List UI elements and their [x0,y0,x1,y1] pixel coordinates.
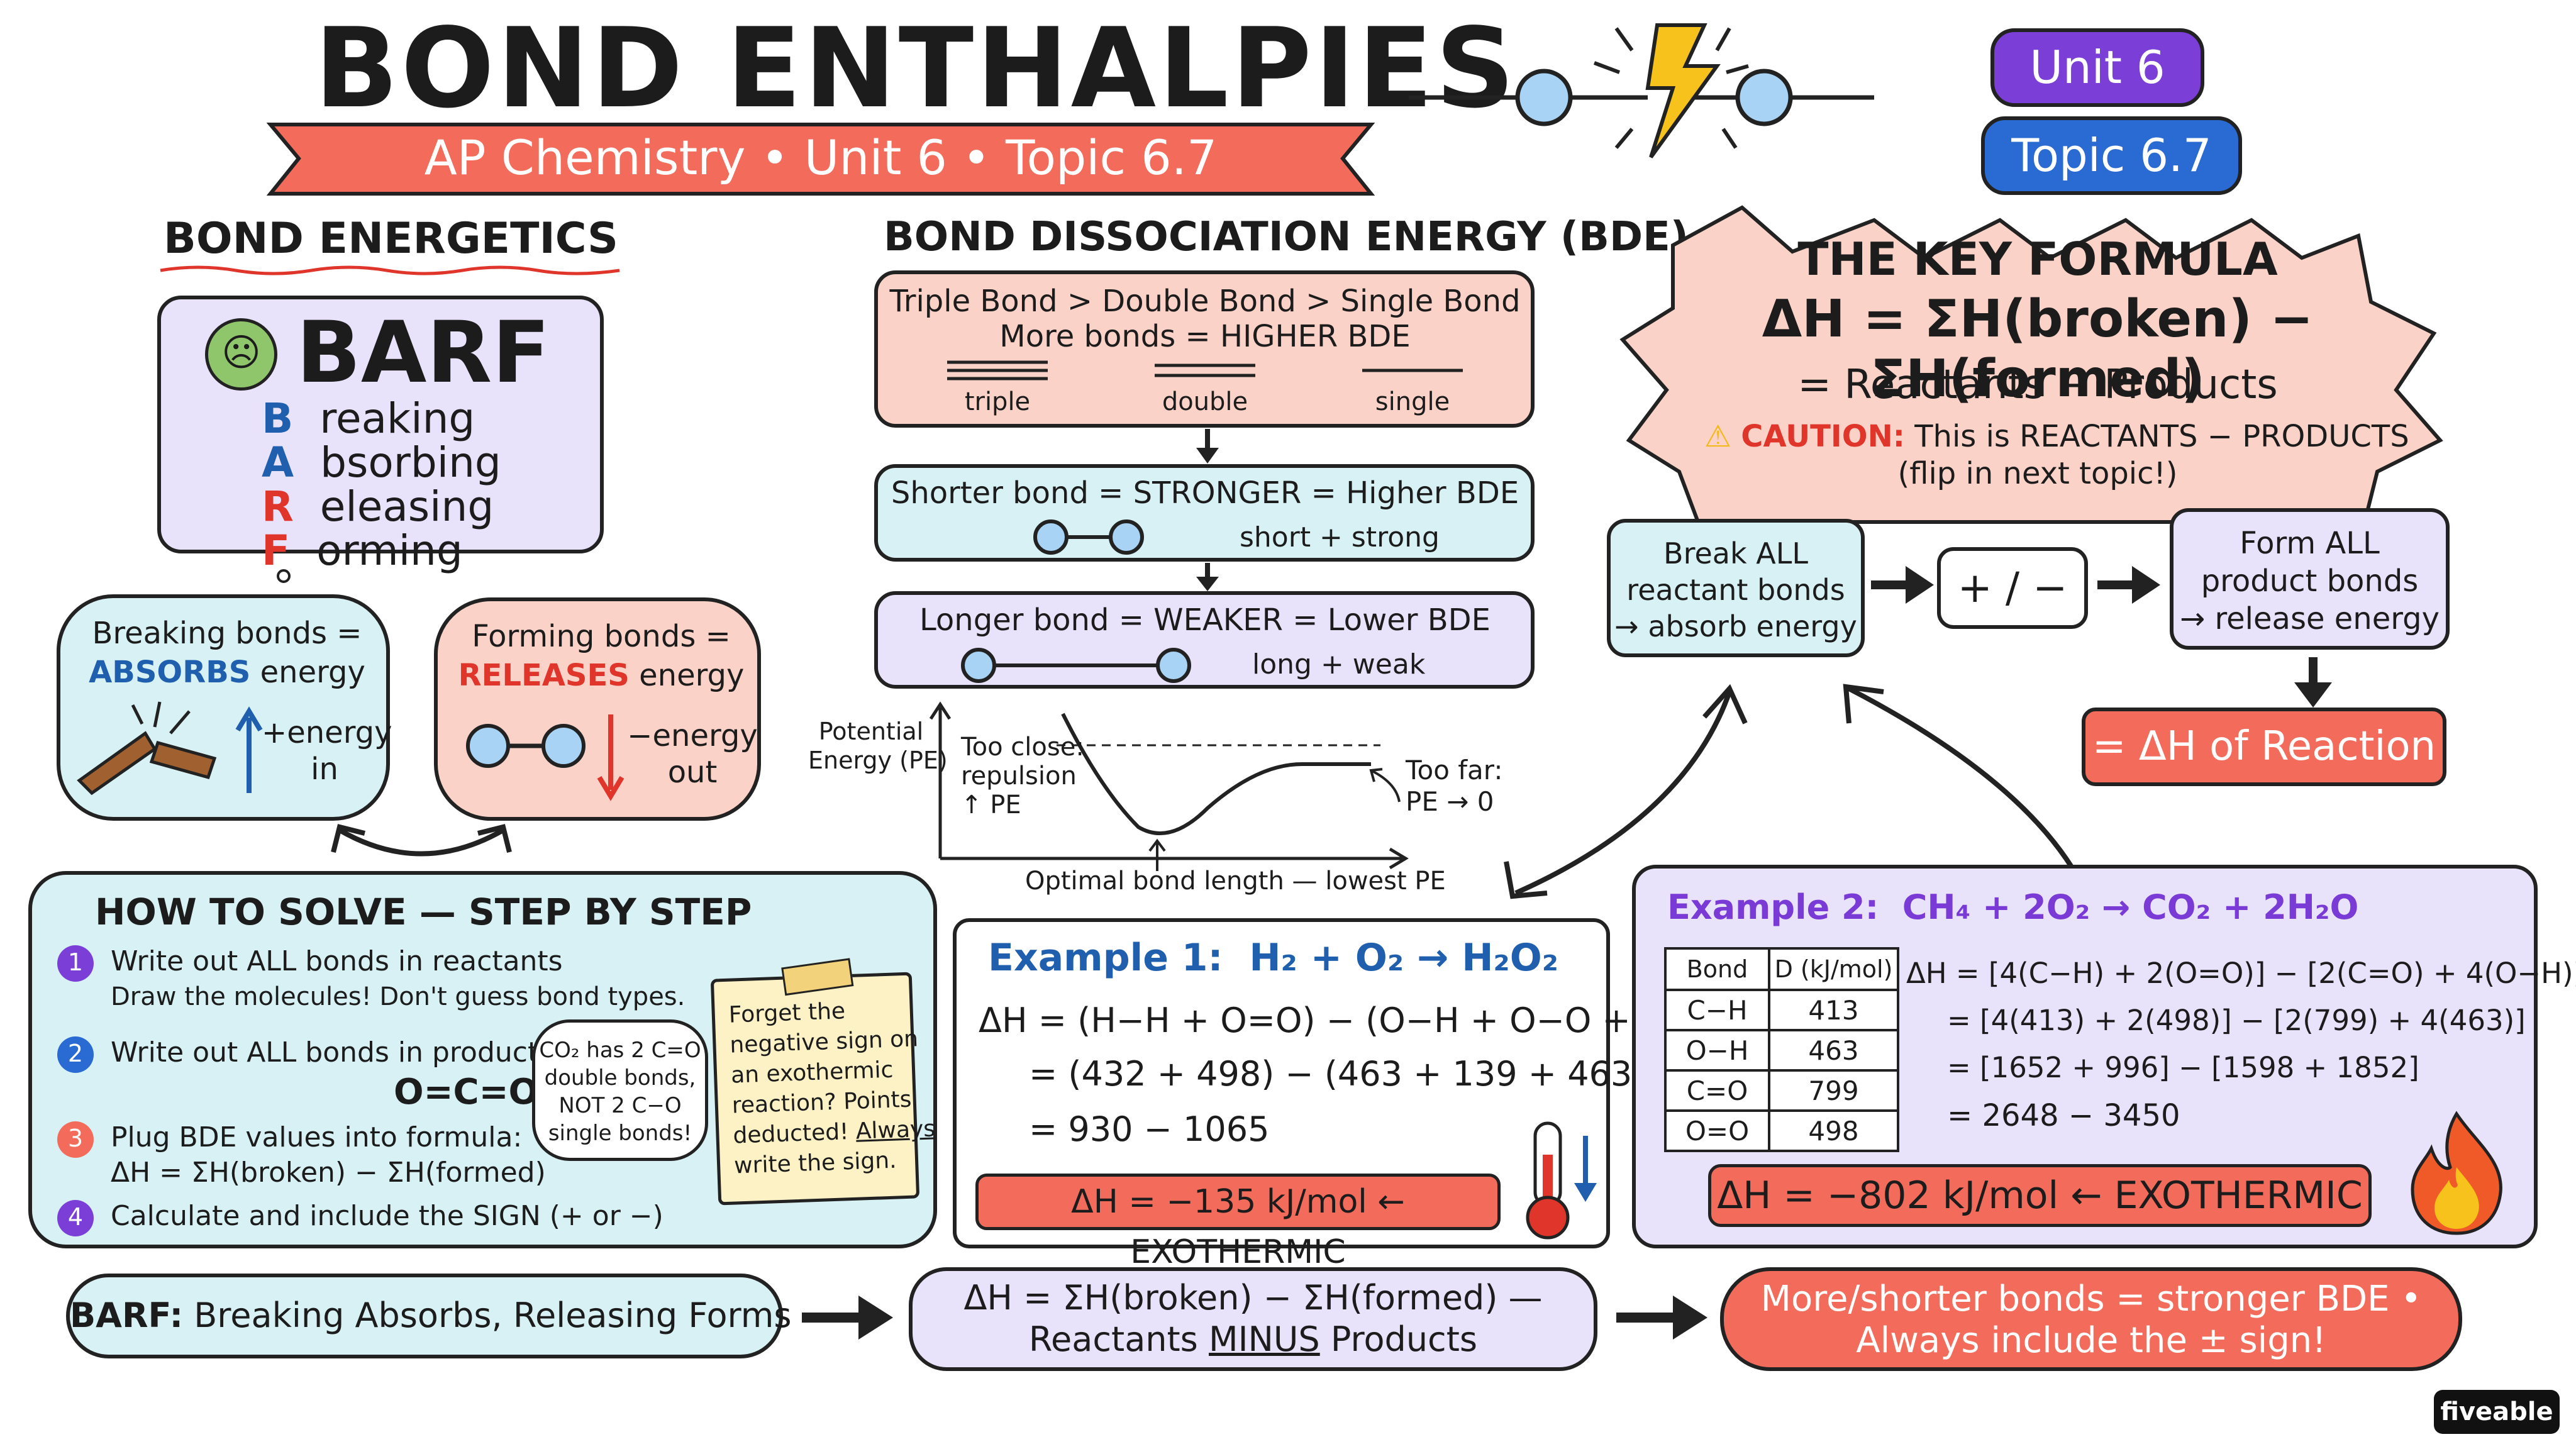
bond-lines-icon [947,360,1463,380]
formula-main: ΔH = ΣH(broken) − ΣH(formed) [1762,289,2314,409]
formula-sub: = Reactants − Products [1797,362,2278,408]
down-arrow-2 [1196,563,1219,591]
step-1: 1 Write out ALL bonds in reactants Draw … [57,944,685,1014]
sick-face-icon: ☹ [205,318,277,391]
example-1-title: Example 1: H₂ + O₂ → H₂O₂ [988,936,1558,980]
curve-ylabel: Potential Energy (PE) [808,718,948,774]
short-bond-molecule-icon [1033,519,1144,555]
snapping-stick-icon [77,701,217,796]
warning-icon: ⚠ [1704,419,1732,454]
potential-energy-curve [929,701,1409,871]
example-1-card: Example 1: H₂ + O₂ → H₂O₂ ΔH = (H−H + O=… [953,918,1735,1271]
barf-line-b: B reaking [262,394,475,443]
bond-breaking-illustration [1409,23,1874,158]
energetics-heading: BOND ENERGETICS [164,214,618,264]
fiveable-logo: fiveable [2434,1390,2560,1434]
bde-heading: BOND DISSOCIATION ENERGY (BDE) [884,214,1689,260]
barf-line-r: R eleasing [262,482,494,531]
caution-note: ⚠ CAUTION: This is REACTANTS − PRODUCTS [1704,419,2409,454]
bond-label-double: double [1162,387,1248,416]
example-1-line-2: = (432 + 498) − (463 + 139 + 463) [1029,1054,1646,1094]
footer-pill-bde: More/shorter bonds = stronger BDE • Alwa… [1720,1267,2462,1371]
tape [781,958,854,996]
too-close-label: Too close: repulsion ↑ PE [961,733,1084,819]
example-1-result: ΔH = −135 kJ/mol ← EXOTHERMIC [975,1174,1501,1271]
arrow-up-icon [235,706,263,793]
caution-note-2: (flip in next topic!) [1897,456,2178,491]
how-to-solve-card: HOW TO SOLVE — STEP BY STEP 1 Write out … [28,871,937,1248]
curve-xlabel: Optimal bond length — lowest PE [1025,867,1446,896]
step-4: 4 Calculate and include the SIGN (+ or −… [57,1199,663,1236]
down-arrow-1 [1196,429,1219,464]
subtitle: AP Chemistry • Unit 6 • Topic 6.7 [424,130,1218,186]
connector-arrows [1504,684,2075,899]
steps-heading: HOW TO SOLVE — STEP BY STEP [95,891,752,933]
fire-icon [2411,1111,2502,1235]
example-2-line-4: = 2648 − 3450 [1947,1098,2180,1133]
bond-label-single: single [1375,387,1450,416]
arrow-down-icon [597,714,625,801]
heading-underline [160,265,620,275]
example-2-line-2: = [4(413) + 2(498)] − [2(799) + 4(463)] [1947,1004,2526,1037]
delta-h-result: = ΔH of Reaction [2082,708,2446,786]
footer-arrow-1 [802,1296,893,1340]
too-far-label: Too far: PE → 0 [1406,755,1503,817]
step-3: 3 Plug BDE values into formula: ΔH = ΣH(… [57,1120,546,1191]
example-1-line-3: = 930 − 1065 [1029,1109,1270,1149]
forming-cloud: Forming bonds = RELEASES energy −energy … [434,597,761,821]
sticky-note: Forget the negative sign on an exothermi… [710,958,936,1206]
barf-line-f: F orming [262,526,463,575]
shorter-bond-card: Shorter bond = STRONGER = Higher BDE sho… [874,464,1535,562]
long-bond-molecule-icon [961,648,1191,683]
arrow-right-2 [2097,566,2160,604]
down-arrow-3 [2294,657,2332,708]
example-1-line-1: ΔH = (H−H + O=O) − (O−H + O−O + O−H) [979,1001,1736,1040]
barf-card: ☹ BARF B reaking A bsorbing R eleasing F… [157,296,604,573]
bond-label-triple: triple [964,387,1031,416]
bond-order-card: Triple Bond > Double Bond > Single Bond … [874,270,1535,428]
example-2-result: ΔH = −802 kJ/mol ← EXOTHERMIC [1708,1164,2372,1227]
co2-note: CO₂ has 2 C=O double bonds, NOT 2 C−O si… [532,1019,708,1161]
breaking-cloud: Breaking bonds = ABSORBS energy +energy … [57,594,392,821]
example-2-line-1: ΔH = [4(C−H) + 2(O=O)] − [2(C=O) + 4(O−H… [1906,957,2576,990]
barf-line-a: A bsorbing [262,438,501,487]
page-title: BOND ENTHALPIES [314,5,1518,133]
break-all-card: Break ALL reactant bonds → absorb energy [1607,519,1865,657]
formula-heading: THE KEY FORMULA [1797,233,2278,286]
lightning-icon [1645,23,1721,158]
form-all-card: Form ALL product bonds → release energy [2170,508,2450,650]
footer-pill-formula: ΔH = ΣH(broken) − ΣH(formed) — Reactants… [909,1267,1597,1371]
barf-title: BARF [296,303,550,402]
unit-badge: Unit 6 [1990,28,2204,107]
subtitle-ribbon [266,123,1375,196]
footer-pill-barf: BARF: Breaking Absorbs, Releasing Forms [66,1274,791,1358]
double-arrow-connector [331,824,512,857]
step-2: 2 Write out ALL bonds in products O=C=O [57,1035,553,1114]
example-2-card: Example 2: CH₄ + 2O₂ → CO₂ + 2H₂O Bond D… [1632,865,2576,1248]
formula-burst [1619,205,2443,524]
arrow-right-1 [1871,566,1934,604]
footer-arrow-2 [1616,1296,1707,1340]
plus-minus-card: + / − [1937,547,2088,629]
topic-badge: Topic 6.7 [1981,116,2242,195]
example-2-line-3: = [1652 + 996] − [1598 + 1852] [1947,1051,2419,1084]
thought-dot [277,569,291,583]
longer-bond-card: Longer bond = WEAKER = Lower BDE long + … [874,591,1535,689]
thermometer-icon [1526,1121,1597,1240]
bonded-molecule-icon [466,724,586,768]
example-2-title: Example 2: CH₄ + 2O₂ → CO₂ + 2H₂O [1667,887,2359,927]
